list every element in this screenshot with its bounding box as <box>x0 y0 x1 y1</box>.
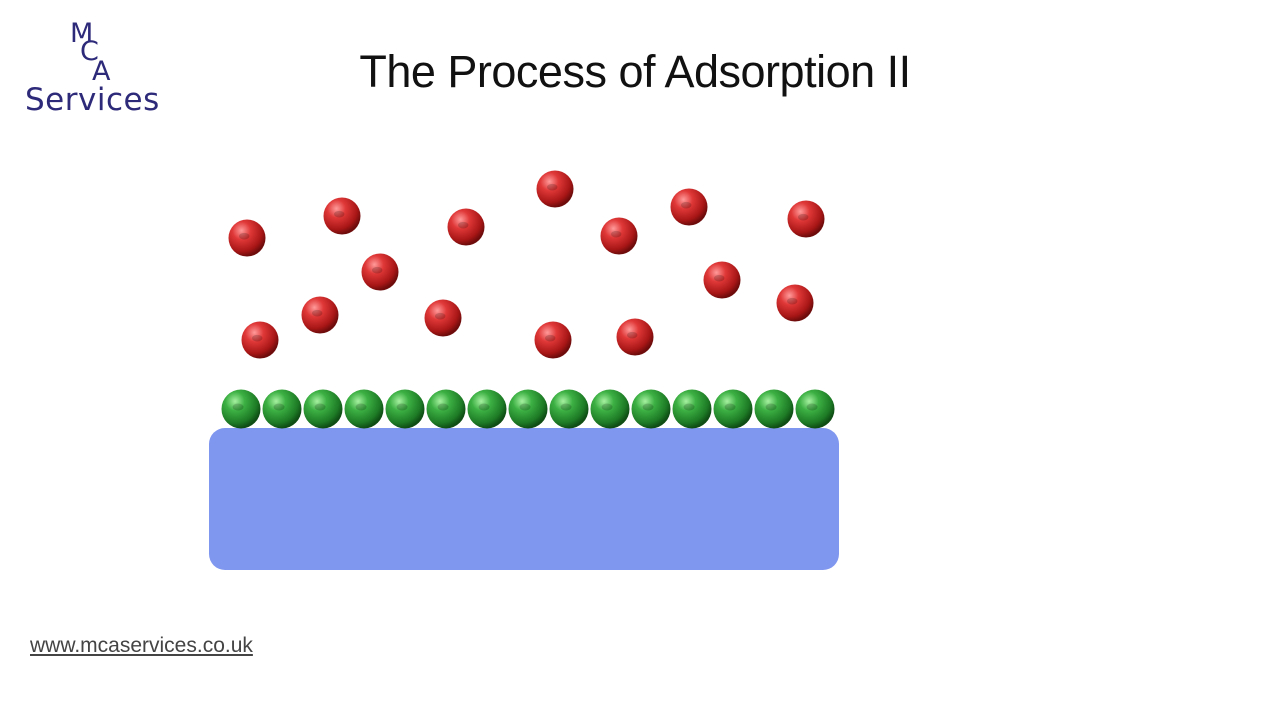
adsorbed-particle <box>467 389 507 429</box>
adsorbed-particle <box>221 389 261 429</box>
website-link[interactable]: www.mcaservices.co.uk <box>30 634 253 657</box>
adsorbed-particle <box>426 389 466 429</box>
gas-particle <box>536 170 574 208</box>
logo-services-text: Services <box>25 82 160 118</box>
gas-particle <box>703 261 741 299</box>
adsorbed-particle <box>549 389 589 429</box>
adsorbed-particle <box>344 389 384 429</box>
logo-letter-c: C <box>80 36 99 67</box>
adsorbed-particle <box>672 389 712 429</box>
gas-particle <box>228 219 266 257</box>
gas-particle <box>600 217 638 255</box>
gas-particle <box>361 253 399 291</box>
gas-particle <box>424 299 462 337</box>
adsorbed-particle <box>262 389 302 429</box>
mca-services-logo: M C A Services <box>20 14 170 118</box>
gas-particle <box>787 200 825 238</box>
gas-particle-layer <box>228 170 825 359</box>
gas-particle <box>776 284 814 322</box>
gas-particle <box>616 318 654 356</box>
gas-particle <box>323 197 361 235</box>
adsorbed-particle <box>713 389 753 429</box>
adsorbed-particle <box>508 389 548 429</box>
adsorbed-particle <box>754 389 794 429</box>
adsorbed-particle-layer <box>221 389 835 429</box>
adsorbed-particle <box>303 389 343 429</box>
logo-letter-a: A <box>92 56 111 87</box>
adsorbed-particle <box>385 389 425 429</box>
adsorbed-particle <box>795 389 835 429</box>
adsorbed-particle <box>590 389 630 429</box>
logo-letter-m: M <box>70 18 94 49</box>
gas-particle <box>670 188 708 226</box>
gas-particle <box>241 321 279 359</box>
adsorbent-surface <box>209 428 839 570</box>
slide-title: The Process of Adsorption II <box>359 46 911 97</box>
gas-particle <box>301 296 339 334</box>
adsorbed-particle <box>631 389 671 429</box>
gas-particle <box>534 321 572 359</box>
gas-particle <box>447 208 485 246</box>
